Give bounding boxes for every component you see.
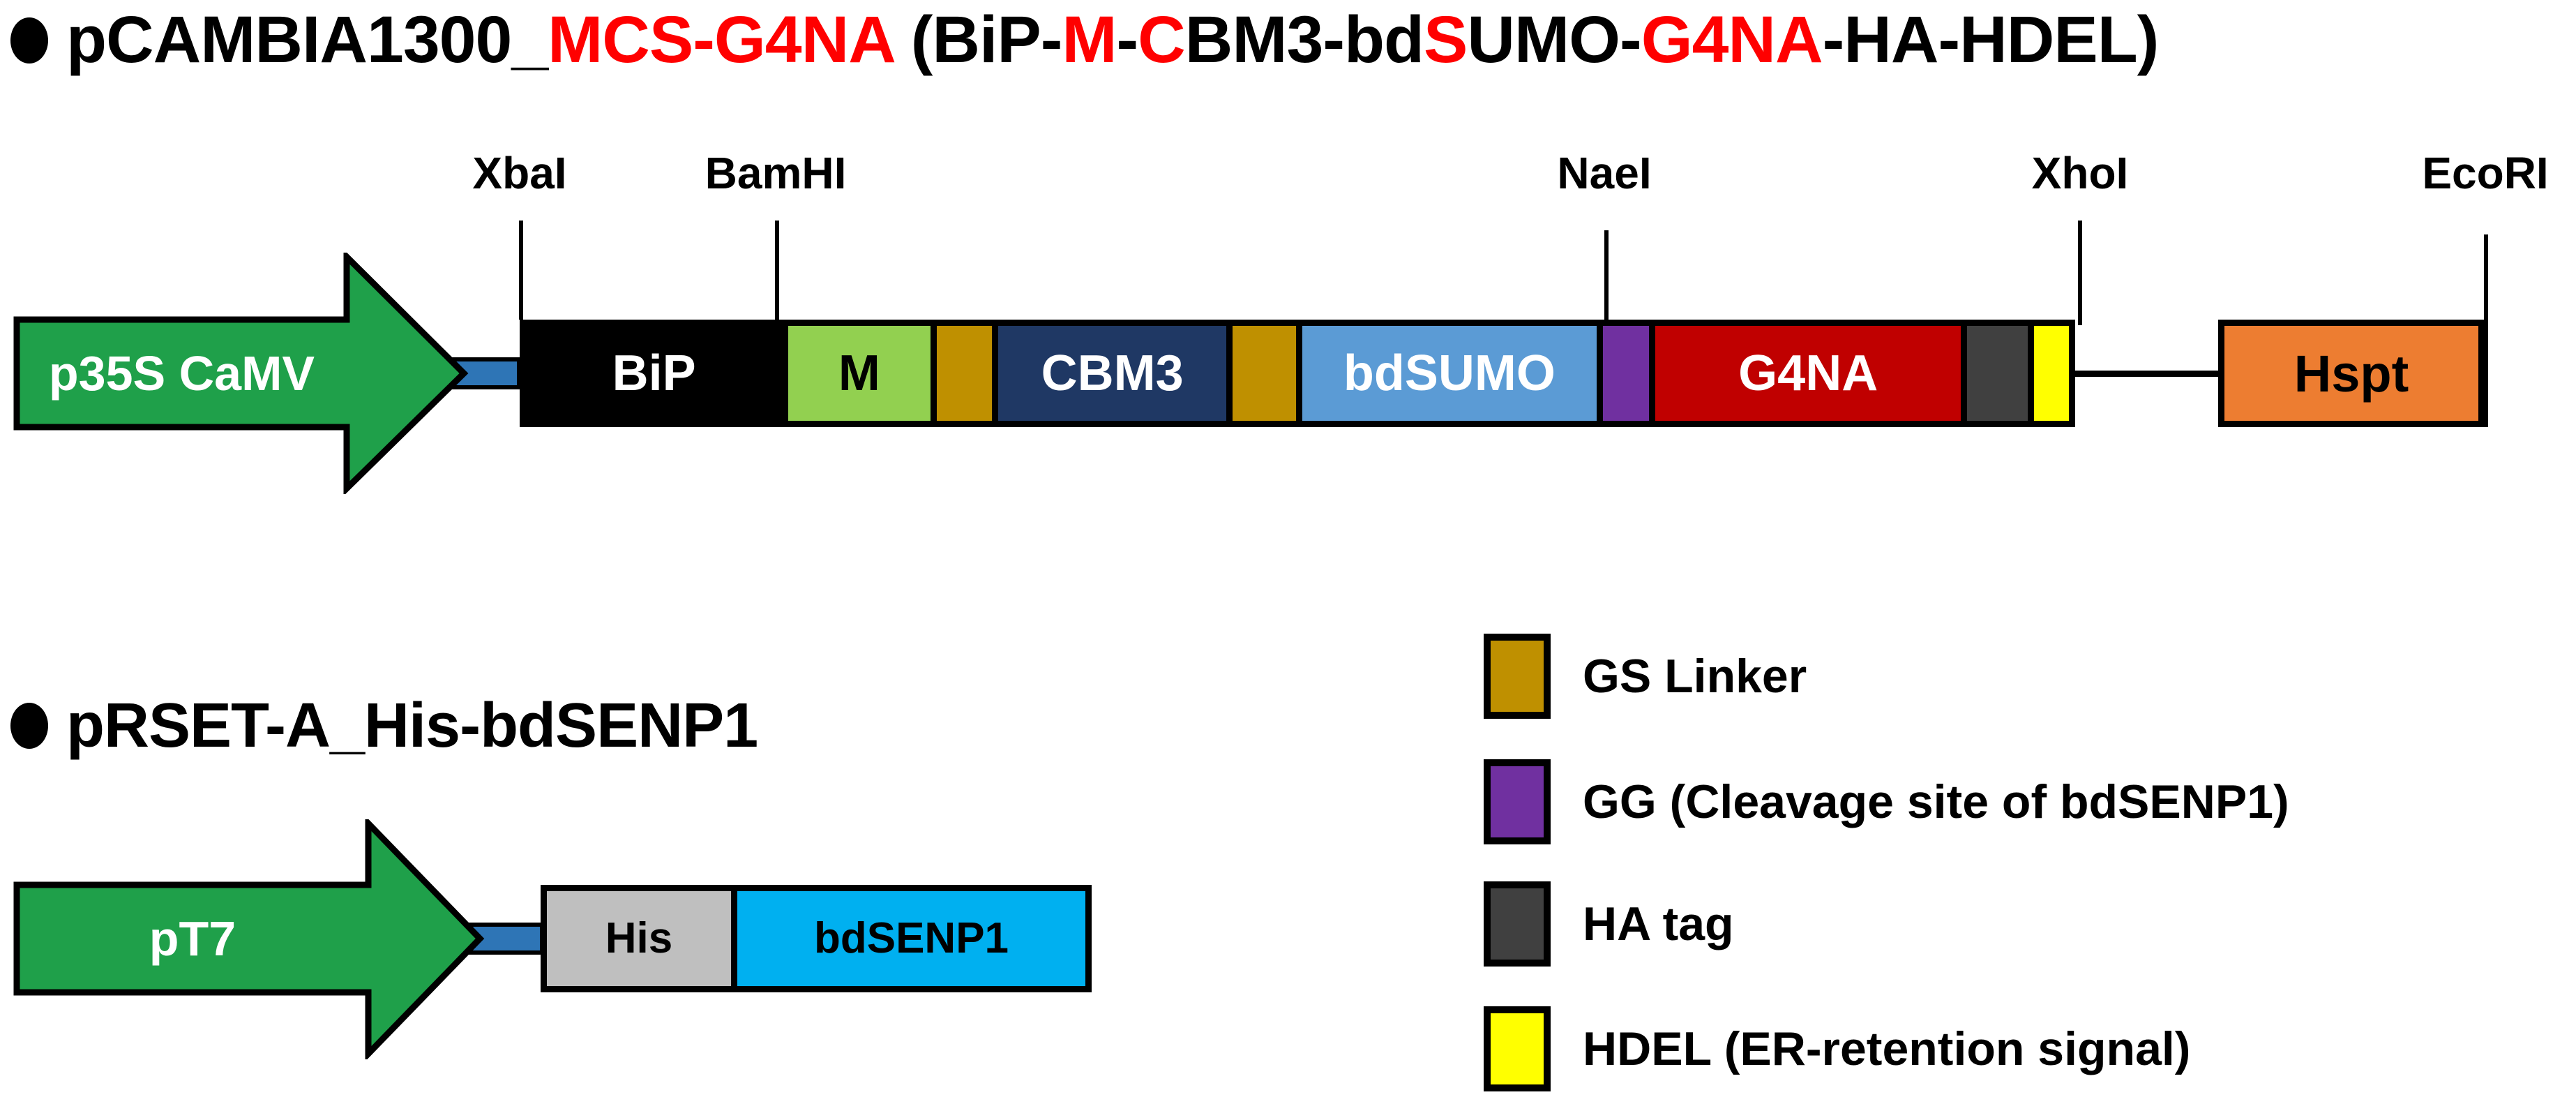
title1-part-red: MCS-G4NA	[548, 3, 894, 77]
promoter-arrow-icon	[13, 253, 469, 494]
construct1-title-text: pCAMBIA1300_MCS-G4NA (BiP-M-CBM3-bdSUMO-…	[66, 7, 2159, 73]
title1-part-red: S	[1424, 3, 1468, 77]
segment-bdsumo: bdSUMO	[1295, 326, 1597, 421]
promoter-pt7-label: pT7	[149, 911, 236, 966]
title1-part: -HA-HDEL)	[1822, 3, 2160, 77]
segment-cbm3: CBM3	[992, 326, 1227, 421]
promoter-arrow-icon	[13, 819, 485, 1059]
legend-label: HA tag	[1583, 897, 1734, 950]
title1-part-red: G4NA	[1641, 3, 1823, 77]
legend-label: GG (Cleavage site of bdSENP1)	[1583, 775, 2289, 828]
gs-linker-swatch-icon	[1484, 634, 1551, 719]
xhoi-tick-line	[2078, 221, 2082, 325]
terminator-hspt-box: Hspt	[2218, 320, 2485, 427]
restriction-label-naei: NaeI	[1557, 148, 1652, 198]
construct2-title: pRSET-A_His-bdSENP1	[10, 694, 758, 757]
legend-item-ha-tag: HA tag	[1484, 881, 1734, 967]
xbai-tick-line	[519, 221, 523, 320]
segment-hdel	[2028, 326, 2069, 421]
segment-ha-tag	[1961, 326, 2028, 421]
segment-gs-linker	[930, 326, 992, 421]
restriction-label-xhoi: XhoI	[2031, 148, 2129, 198]
ecori-tick-line	[2484, 234, 2488, 427]
restriction-label-ecori: EcoRI	[2422, 148, 2549, 198]
title1-part: UMO-	[1467, 3, 1641, 77]
legend-item-gs-linker: GS Linker	[1484, 634, 1807, 719]
bar-to-hspt-connector-line	[2075, 371, 2218, 377]
segment-m: M	[782, 326, 931, 421]
legend-label: GS Linker	[1583, 650, 1807, 703]
segment-g4na: G4NA	[1649, 326, 1961, 421]
construct1-gene-bar: BiP M CBM3 bdSUMO G4NA	[520, 320, 2075, 427]
bullet-icon	[10, 703, 48, 749]
promoter-p35s-label: p35S CaMV	[48, 346, 315, 401]
construct1-title: pCAMBIA1300_MCS-G4NA (BiP-M-CBM3-bdSUMO-…	[10, 7, 2159, 73]
legend-label: HDEL (ER-retention signal)	[1583, 1022, 2191, 1075]
segment-gs-linker	[1226, 326, 1296, 421]
segment-bip: BiP	[526, 326, 783, 421]
title1-part: -	[1116, 3, 1139, 77]
construct2-title-text: pRSET-A_His-bdSENP1	[66, 691, 758, 761]
hdel-swatch-icon	[1484, 1006, 1551, 1091]
bamhi-tick-line	[775, 221, 779, 320]
restriction-label-bamhi: BamHI	[705, 148, 847, 198]
segment-his-tag: His	[547, 891, 732, 986]
title1-part-red: M	[1062, 3, 1117, 77]
segment-bdsenp1: bdSENP1	[731, 891, 1085, 986]
ha-tag-swatch-icon	[1484, 881, 1551, 967]
construct2-gene-bar: His bdSENP1	[541, 885, 1092, 992]
title1-part-red: C	[1138, 3, 1186, 77]
restriction-label-xbai: XbaI	[472, 148, 567, 198]
title1-part: BM3-bd	[1184, 3, 1424, 77]
gg-cleavage-swatch-icon	[1484, 759, 1551, 844]
title1-part: (BiP-	[893, 3, 1063, 77]
legend-item-hdel: HDEL (ER-retention signal)	[1484, 1006, 2190, 1091]
segment-gg-cleavage-site	[1597, 326, 1650, 421]
naei-tick-line	[1604, 230, 1609, 320]
bullet-icon	[10, 17, 48, 64]
title1-part: pCAMBIA1300_	[66, 3, 548, 77]
legend-item-gg-cleavage-site: GG (Cleavage site of bdSENP1)	[1484, 759, 2289, 844]
